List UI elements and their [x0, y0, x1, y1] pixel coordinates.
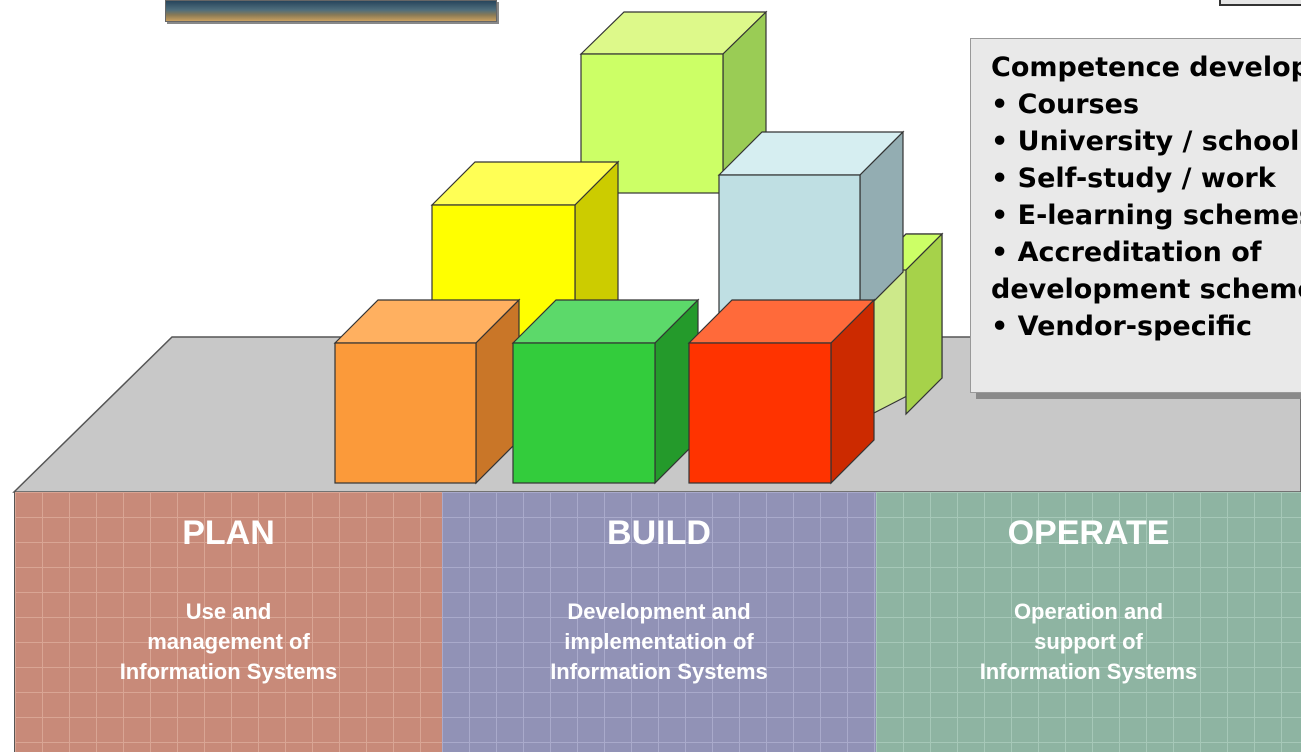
operate-title: OPERATE — [1007, 514, 1170, 552]
competence-text-box: Competence development • Courses • Unive… — [970, 38, 1301, 393]
cube-lightblue — [717, 130, 905, 317]
plan-desc-line: Use and — [185, 599, 272, 624]
build-desc-line: implementation of — [564, 629, 754, 654]
build-description: Development and implementation of Inform… — [442, 597, 876, 687]
cube-lime-top — [579, 10, 768, 195]
plan-desc-line: Information Systems — [119, 659, 338, 684]
cube-orange — [333, 298, 521, 485]
textbox-item-vendor: • Vendor-specific — [991, 311, 1252, 342]
textbox-item-e-learning: • E-learning schemes — [991, 200, 1301, 231]
textbox-item-courses: • Courses — [991, 89, 1140, 120]
plan-title: PLAN — [182, 514, 275, 552]
corner-photo — [165, 0, 497, 22]
build-title: BUILD — [607, 514, 711, 552]
build-desc-line: Information Systems — [550, 659, 768, 684]
cube-green — [511, 298, 700, 485]
textbox-item-university: • University / school — [991, 126, 1300, 157]
textbox-heading: Competence development — [991, 52, 1301, 83]
plan-description: Use and management of Information System… — [15, 597, 442, 687]
operate-desc-line: Information Systems — [979, 659, 1198, 684]
build-column: BUILD Development and implementation of … — [442, 492, 876, 752]
operate-desc-line: Operation and — [1013, 599, 1164, 624]
corner-frame — [1219, 0, 1301, 6]
plan-column: PLAN Use and management of Information S… — [14, 492, 442, 752]
textbox-item-accreditation-cont: development schemes — [991, 274, 1301, 305]
cube-red — [687, 298, 876, 485]
textbox-item-self-study: • Self-study / work — [991, 163, 1276, 194]
operate-desc-line: support of — [1034, 629, 1143, 654]
operate-description: Operation and support of Information Sys… — [876, 597, 1301, 687]
operate-column: OPERATE Operation and support of Informa… — [876, 492, 1301, 752]
textbox-item-accreditation: • Accreditation of — [991, 237, 1262, 268]
plan-desc-line: management of — [147, 629, 310, 654]
build-desc-line: Development and — [567, 599, 751, 624]
